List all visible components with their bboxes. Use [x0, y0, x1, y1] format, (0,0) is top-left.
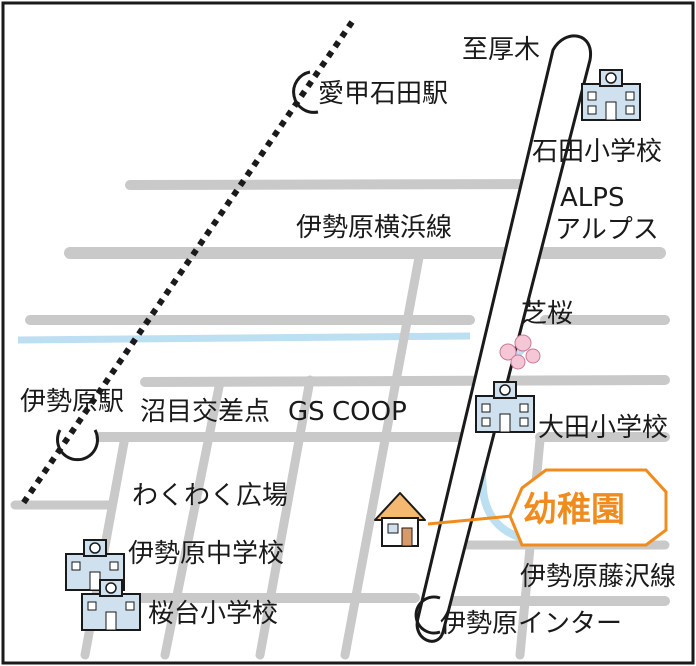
road-diag-2 — [255, 375, 315, 660]
school-building-icon — [475, 381, 535, 433]
label-ishida-elementary: 石田小学校 — [532, 137, 662, 167]
label-alps-ja: アルプス — [555, 215, 659, 245]
label-isehara-fujisawa-line: 伊勢原藤沢線 — [520, 562, 676, 592]
road-diag-3 — [160, 377, 225, 660]
school-building-icon — [581, 69, 641, 121]
station-ring-icon — [292, 70, 319, 114]
kindergarten-badge — [508, 468, 668, 547]
label-numame-intersection: 沼目交差点 — [140, 397, 270, 427]
label-aiko-ishida-station: 愛甲石田駅 — [318, 79, 448, 109]
label-gs: GS — [288, 397, 325, 427]
label-isehara-yokohama-line: 伊勢原横浜線 — [296, 213, 452, 243]
label-alps-en: ALPS — [560, 183, 624, 213]
label-ota-elementary: 大田小学校 — [538, 413, 668, 443]
label-to-atsugi: 至厚木 — [462, 35, 540, 65]
label-isehara-station: 伊勢原駅 — [20, 387, 124, 417]
road-diag-1 — [340, 247, 425, 660]
label-isehara-interchange: 伊勢原インター — [440, 609, 622, 639]
road-numame — [140, 375, 670, 387]
station-ring-icon — [414, 595, 441, 635]
label-kindergarten: 幼稚園 — [523, 490, 625, 530]
label-isehara-junior-high: 伊勢原中学校 — [128, 539, 284, 569]
house-icon — [374, 492, 426, 547]
label-wakuwaku-plaza: わくわく広場 — [132, 481, 288, 511]
school-building-icon — [81, 579, 141, 631]
label-coop: COOP — [332, 397, 407, 427]
road-upper — [125, 179, 550, 190]
label-shibazakura: 芝桜 — [521, 299, 573, 329]
cherry-blossom-icon — [499, 334, 541, 370]
label-sakuradai-elementary: 桜台小学校 — [148, 599, 278, 629]
station-ring-icon — [56, 429, 99, 462]
kindergarten-pointer — [427, 514, 513, 526]
roads — [10, 179, 670, 660]
